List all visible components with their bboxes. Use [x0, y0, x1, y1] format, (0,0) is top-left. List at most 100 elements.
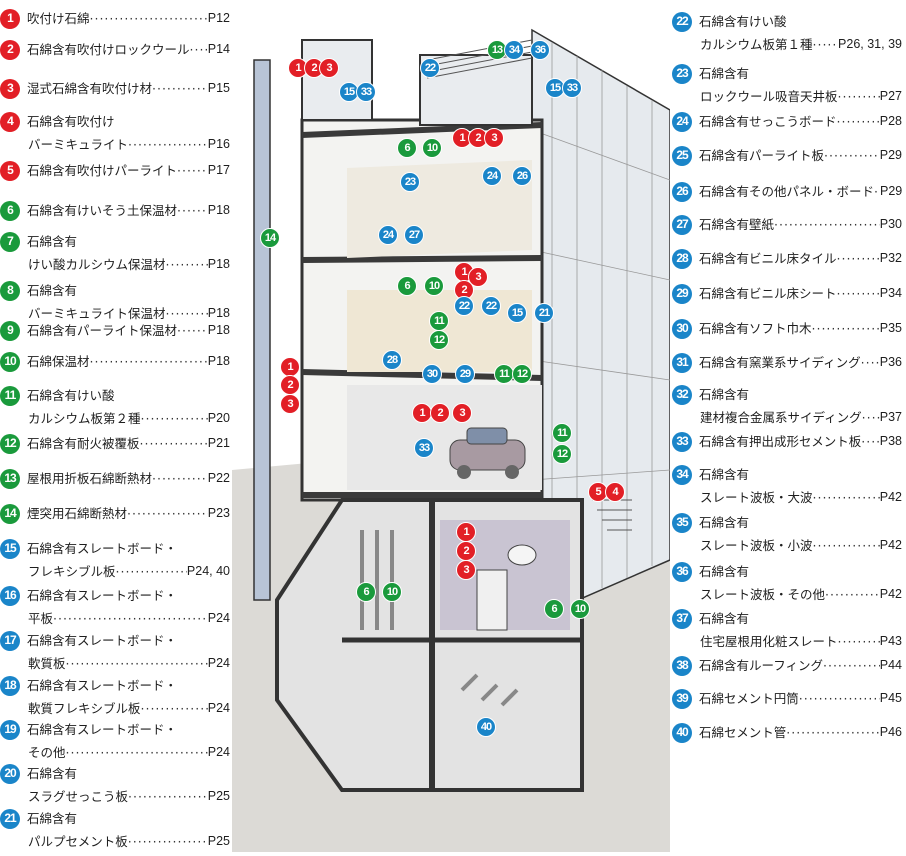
material-name: 煙突用石綿断熱材 — [27, 506, 128, 521]
material-marker: 6 — [356, 582, 376, 602]
page-reference: P35 — [879, 321, 902, 335]
material-name-line2: 軟質板 — [28, 656, 66, 671]
material-name: 石綿含有窯業系サイディング — [699, 355, 861, 370]
leader-dots — [837, 282, 880, 305]
legend-item: 7石綿含有けい酸カルシウム保温材P18 — [0, 230, 230, 276]
page-reference: P42 — [879, 490, 902, 504]
number-badge: 23 — [672, 63, 692, 84]
material-name-line2: 平板 — [28, 611, 54, 626]
material-marker: 3 — [456, 560, 476, 580]
material-name: 石綿含有スレートボード・ — [27, 633, 178, 648]
material-name-line2: バーミキュライト — [28, 137, 129, 152]
material-name-line2: カルシウム板第２種 — [28, 411, 141, 426]
material-marker: 22 — [454, 296, 474, 316]
material-marker: 10 — [422, 138, 442, 158]
material-name: 石綿含有耐火被覆板 — [27, 436, 140, 451]
material-name: 石綿含有その他パネル・ボード — [699, 184, 875, 199]
material-name: 石綿含有けいそう土保温材 — [27, 203, 178, 218]
material-name: 石綿保温材 — [27, 354, 90, 369]
page-reference: P27 — [879, 89, 902, 103]
chimney — [253, 59, 271, 601]
page-reference: P16 — [207, 137, 230, 151]
page-reference: P18 — [207, 257, 230, 271]
number-badge: 29 — [672, 283, 692, 304]
material-marker: 2 — [430, 403, 450, 423]
number-badge: 33 — [672, 431, 692, 452]
page-reference: P26, 31, 39 — [838, 37, 902, 51]
building-drawing — [232, 28, 671, 852]
material-name: 石綿含有スレートボード・ — [27, 722, 178, 737]
material-marker: 4 — [605, 482, 625, 502]
number-badge: 30 — [672, 318, 692, 339]
page-reference: P37 — [879, 410, 902, 424]
legend-item: 37石綿含有住宅屋根用化粧スレートP43 — [672, 607, 902, 653]
leader-dots — [128, 785, 208, 808]
page-reference: P12 — [207, 11, 230, 25]
number-badge: 10 — [0, 351, 20, 372]
material-marker: 2 — [456, 541, 476, 561]
material-name-line2: 軟質フレキシブル板 — [28, 701, 141, 716]
leader-dots — [66, 741, 208, 764]
material-marker: 3 — [468, 267, 488, 287]
leader-dots — [128, 133, 208, 156]
material-marker: 11 — [429, 311, 449, 331]
leader-dots — [813, 33, 839, 56]
leader-dots — [799, 687, 880, 710]
material-marker: 21 — [534, 303, 554, 323]
number-badge: 16 — [0, 585, 20, 606]
page-reference: P38 — [879, 434, 902, 448]
legend-item: 8石綿含有バーミキュライト保温材P18 — [0, 279, 230, 325]
number-badge: 8 — [0, 280, 20, 301]
material-name-line2: ロックウール吸音天井板 — [700, 89, 838, 104]
page-reference: P24 — [207, 656, 230, 670]
material-name: 石綿含有 — [699, 467, 750, 482]
leader-dots — [116, 560, 187, 583]
material-name-line2: スレート波板・その他 — [700, 587, 826, 602]
material-marker: 36 — [530, 40, 550, 60]
material-name: 石綿含有吹付けパーライト — [27, 163, 178, 178]
material-marker: 23 — [400, 172, 420, 192]
leader-dots — [177, 199, 208, 222]
page-reference: P32 — [879, 251, 902, 265]
legend-item: 20石綿含有スラグせっこう板P25 — [0, 762, 230, 808]
page-reference: P24 — [207, 611, 230, 625]
material-name: 石綿含有ビニル床シート — [699, 286, 837, 301]
material-name: 石綿含有 — [699, 66, 750, 81]
page-reference: P44 — [879, 658, 902, 672]
facade-grid — [531, 42, 671, 610]
material-name: 石綿含有押出成形セメント板 — [699, 434, 862, 449]
material-marker: 28 — [382, 350, 402, 370]
page-reference: P28 — [879, 114, 902, 128]
leader-dots — [177, 319, 208, 342]
legend-item: 29石綿含有ビニル床シートP34 — [672, 282, 902, 305]
material-marker: 15 — [507, 303, 527, 323]
legend-item: 9石綿含有パーライト保温材P18 — [0, 319, 230, 342]
page-reference: P42 — [879, 538, 902, 552]
page-reference: P18 — [207, 354, 230, 368]
number-badge: 37 — [672, 608, 692, 629]
number-badge: 38 — [672, 655, 692, 676]
leader-dots — [838, 85, 880, 108]
material-name: 石綿含有けい酸 — [27, 388, 115, 403]
page-reference: P21 — [207, 436, 230, 450]
number-badge: 21 — [0, 808, 20, 829]
material-name-line2: 住宅屋根用化粧スレート — [700, 634, 838, 649]
material-name-line2: けい酸カルシウム保温材 — [28, 257, 166, 272]
material-marker: 3 — [319, 58, 339, 78]
material-marker: 22 — [420, 58, 440, 78]
boiler — [476, 569, 508, 631]
number-badge: 9 — [0, 320, 20, 341]
page-reference: P15 — [207, 81, 230, 95]
number-badge: 3 — [0, 78, 20, 99]
number-badge: 18 — [0, 675, 20, 696]
number-badge: 27 — [672, 214, 692, 235]
material-name: 石綿含有せっこうボード — [699, 114, 837, 129]
material-name: 石綿含有 — [699, 387, 750, 402]
material-marker: 6 — [544, 599, 564, 619]
